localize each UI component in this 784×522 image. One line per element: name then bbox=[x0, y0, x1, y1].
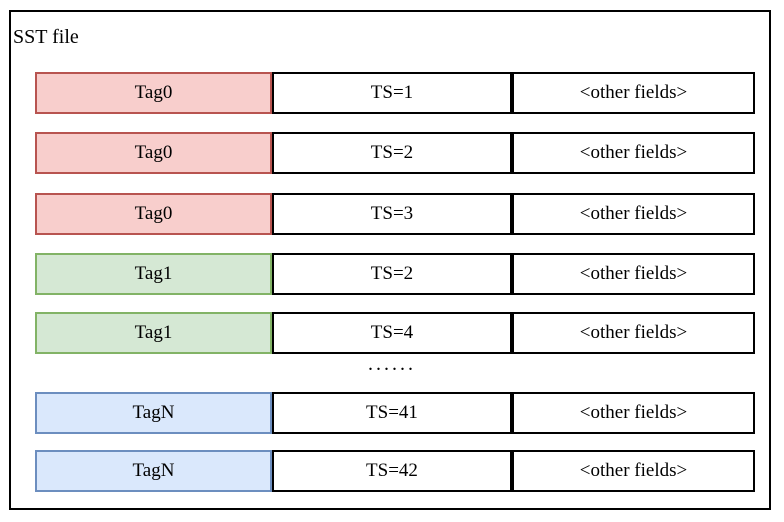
tag-cell: Tag1 bbox=[35, 312, 272, 354]
tag-cell: TagN bbox=[35, 392, 272, 434]
other-fields-cell: <other fields> bbox=[512, 132, 755, 174]
timestamp-cell: TS=3 bbox=[272, 193, 512, 235]
tag-cell: Tag1 bbox=[35, 253, 272, 295]
other-fields-cell: <other fields> bbox=[512, 312, 755, 354]
other-fields-cell: <other fields> bbox=[512, 450, 755, 492]
other-fields-cell: <other fields> bbox=[512, 253, 755, 295]
tag-cell: Tag0 bbox=[35, 72, 272, 114]
sst-file-label: SST file bbox=[13, 26, 79, 48]
other-fields-cell: <other fields> bbox=[512, 193, 755, 235]
other-fields-cell: <other fields> bbox=[512, 392, 755, 434]
record-row: TagN TS=42 <other fields> bbox=[11, 450, 769, 492]
timestamp-cell: TS=1 bbox=[272, 72, 512, 114]
record-row: Tag0 TS=2 <other fields> bbox=[11, 132, 769, 174]
timestamp-cell: TS=4 bbox=[272, 312, 512, 354]
tag-cell: Tag0 bbox=[35, 132, 272, 174]
record-row: TagN TS=41 <other fields> bbox=[11, 392, 769, 434]
timestamp-cell: TS=42 bbox=[272, 450, 512, 492]
timestamp-cell: TS=2 bbox=[272, 253, 512, 295]
ellipsis-label: ...... bbox=[368, 353, 416, 375]
timestamp-cell: TS=41 bbox=[272, 392, 512, 434]
record-row: Tag1 TS=2 <other fields> bbox=[11, 253, 769, 295]
record-row: Tag0 TS=3 <other fields> bbox=[11, 193, 769, 235]
timestamp-cell: TS=2 bbox=[272, 132, 512, 174]
record-row: Tag0 TS=1 <other fields> bbox=[11, 72, 769, 114]
record-row: Tag1 TS=4 <other fields> bbox=[11, 312, 769, 354]
sst-file-container: SST file Tag0 TS=1 <other fields> Tag0 T… bbox=[9, 10, 771, 510]
other-fields-cell: <other fields> bbox=[512, 72, 755, 114]
tag-cell: Tag0 bbox=[35, 193, 272, 235]
tag-cell: TagN bbox=[35, 450, 272, 492]
